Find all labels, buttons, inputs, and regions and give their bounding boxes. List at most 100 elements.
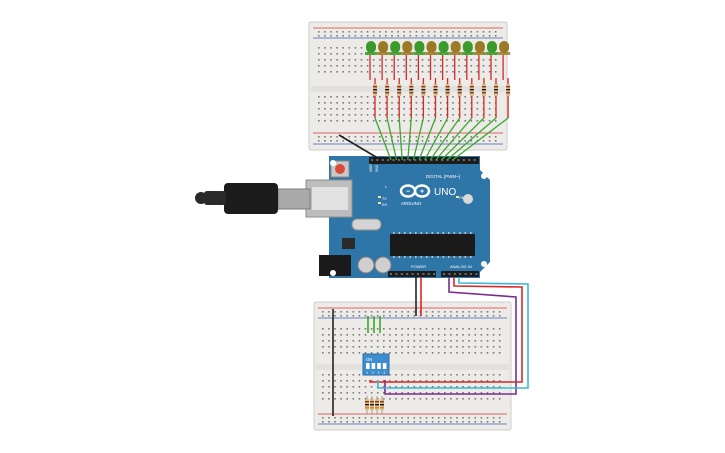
led-signal-wire[interactable] bbox=[452, 117, 509, 161]
led[interactable] bbox=[390, 41, 401, 53]
led[interactable] bbox=[426, 41, 437, 53]
breadboard-hole bbox=[328, 311, 330, 313]
breadboard-hole bbox=[431, 421, 434, 423]
chip-pin bbox=[442, 256, 445, 258]
svg-text:−: − bbox=[406, 189, 410, 196]
led-signal-wire[interactable] bbox=[429, 117, 461, 161]
led-signal-wire[interactable] bbox=[435, 117, 473, 161]
bottom-breadboard[interactable] bbox=[313, 301, 512, 431]
chip-pin bbox=[470, 256, 472, 258]
usb-strain-relief bbox=[204, 191, 226, 205]
dip-toggle[interactable] bbox=[366, 363, 370, 369]
breadboard-hole bbox=[482, 65, 485, 67]
breadboard-hole bbox=[352, 380, 355, 382]
led-signal-wire[interactable] bbox=[407, 117, 412, 161]
breadboard-hole bbox=[346, 386, 348, 388]
pulldown-resistor-row[interactable] bbox=[365, 396, 384, 414]
header-pin bbox=[425, 159, 427, 161]
breadboard-hole bbox=[324, 71, 326, 73]
reset-button-cap[interactable] bbox=[335, 164, 345, 174]
usb-cable[interactable] bbox=[195, 183, 311, 214]
usb-plug-metal bbox=[277, 188, 311, 210]
led-rim bbox=[413, 52, 426, 55]
power-jack[interactable] bbox=[319, 255, 351, 276]
dip-toggle[interactable] bbox=[371, 363, 376, 369]
led[interactable] bbox=[402, 41, 413, 53]
breadboard-hole bbox=[379, 114, 381, 116]
breadboard-hole bbox=[433, 114, 436, 116]
arduino-uno-board[interactable]: − + UNO ARDUINO DIGITAL (PWM~) POWER ANA… bbox=[305, 156, 490, 278]
led[interactable] bbox=[438, 41, 449, 53]
breadboard-hole bbox=[433, 108, 436, 110]
breadboard-hole bbox=[480, 311, 483, 313]
led[interactable] bbox=[487, 41, 497, 53]
breadboard-hole bbox=[348, 35, 351, 37]
breadboard-hole bbox=[370, 334, 373, 336]
capacitor bbox=[374, 256, 392, 274]
breadboard-hole bbox=[440, 120, 442, 122]
breadboard-hole bbox=[322, 311, 324, 313]
breadboard-hole bbox=[340, 421, 342, 423]
breadboard-hole bbox=[480, 374, 483, 376]
breadboard-hole bbox=[452, 59, 454, 61]
led-signal-wire[interactable] bbox=[418, 117, 437, 161]
led-signal-wire[interactable] bbox=[412, 117, 425, 161]
breadboard-hole bbox=[407, 386, 409, 388]
led-signal-wires[interactable] bbox=[374, 117, 509, 161]
breadboard-hole bbox=[492, 315, 495, 317]
breadboard-hole bbox=[425, 386, 428, 388]
led-signal-wire[interactable] bbox=[398, 117, 403, 161]
led-signal-wire[interactable] bbox=[386, 117, 398, 161]
led[interactable] bbox=[414, 41, 425, 53]
breadboard-hole bbox=[403, 102, 405, 104]
led[interactable] bbox=[499, 41, 510, 53]
led-row[interactable] bbox=[365, 41, 511, 80]
breadboard-hole bbox=[431, 346, 434, 348]
breadboard-hole bbox=[431, 334, 434, 336]
breadboard-hole bbox=[383, 352, 385, 354]
breadboard-hole bbox=[379, 35, 381, 37]
led-signal-wire[interactable] bbox=[424, 117, 449, 161]
analog-wire-red[interactable] bbox=[369, 277, 523, 383]
breadboard-hole bbox=[383, 328, 385, 330]
breadboard-hole bbox=[421, 35, 424, 37]
led[interactable] bbox=[378, 41, 389, 53]
gnd-wire[interactable] bbox=[338, 134, 377, 158]
led[interactable] bbox=[474, 41, 485, 53]
led-signal-wire[interactable] bbox=[440, 117, 485, 161]
led[interactable] bbox=[450, 41, 461, 53]
breadboard-hole bbox=[372, 35, 375, 37]
led-signal-wire[interactable] bbox=[446, 117, 497, 161]
breadboard-hole bbox=[370, 398, 373, 400]
breadboard-hole bbox=[334, 315, 336, 317]
breadboard-hole bbox=[324, 140, 326, 142]
breadboard-hole bbox=[415, 96, 418, 98]
breadboard-hole bbox=[486, 417, 489, 419]
led-signal-wire[interactable] bbox=[374, 117, 392, 161]
resistor-band bbox=[370, 407, 374, 409]
breadboard-hole bbox=[468, 374, 470, 376]
dip-toggle[interactable] bbox=[382, 363, 387, 369]
resistor-band bbox=[397, 86, 402, 88]
analog-wire-cyan[interactable] bbox=[377, 277, 529, 389]
wire-group[interactable] bbox=[332, 117, 529, 416]
breadboard-hole bbox=[364, 340, 367, 342]
header-pin bbox=[475, 273, 478, 275]
analog-wire-purple[interactable] bbox=[384, 277, 517, 395]
breadboard-hole bbox=[340, 315, 342, 317]
led[interactable] bbox=[462, 41, 473, 53]
breadboard-hole bbox=[334, 386, 336, 388]
breadboard-hole bbox=[376, 346, 379, 348]
breadboard-hole bbox=[488, 65, 491, 67]
led[interactable] bbox=[366, 41, 376, 53]
breadboard-hole bbox=[450, 386, 452, 388]
dip-toggle[interactable] bbox=[377, 363, 381, 369]
breadboard-hole bbox=[366, 71, 369, 73]
breadboard-hole bbox=[324, 108, 326, 110]
breadboard-hole bbox=[456, 334, 458, 336]
resistor-row[interactable] bbox=[373, 78, 511, 118]
breadboard-hole bbox=[450, 421, 452, 423]
